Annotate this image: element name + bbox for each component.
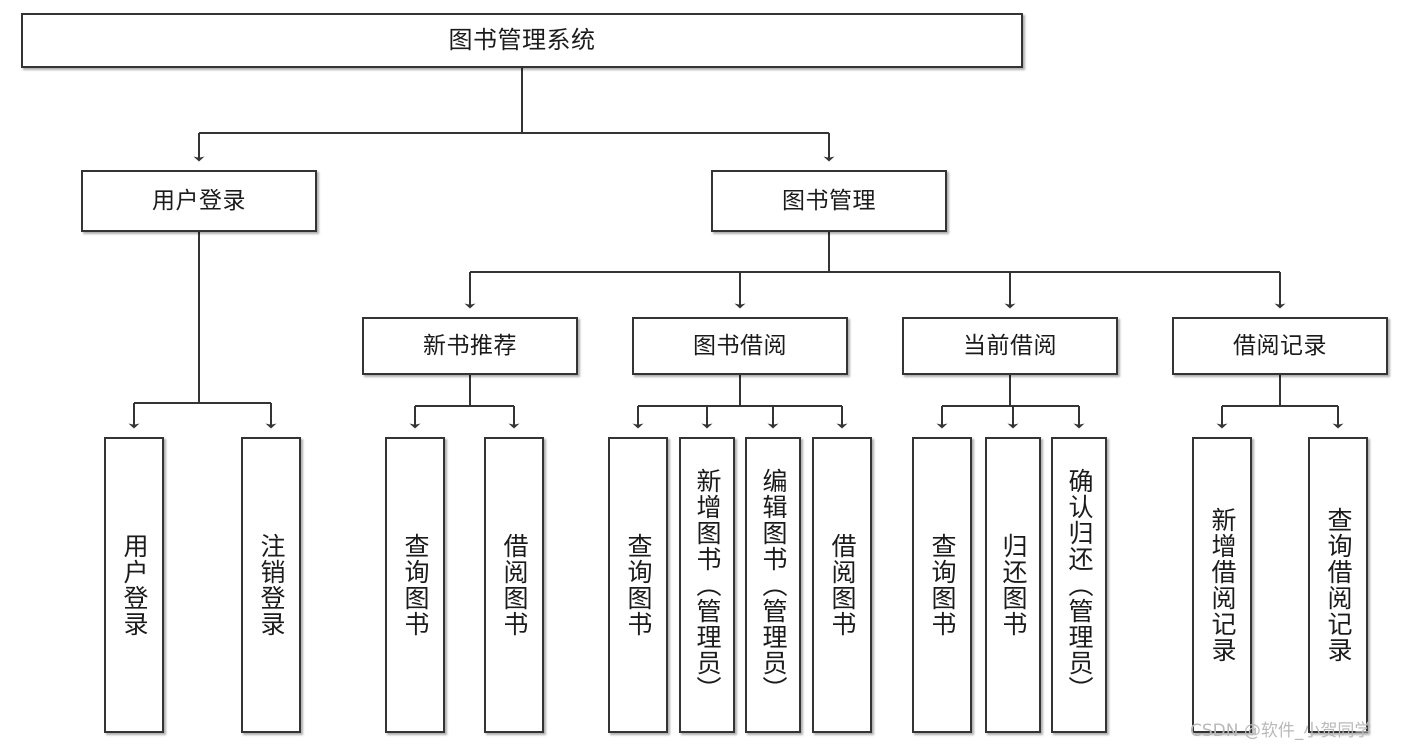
node-new-book-rec[interactable]: 新书推荐 [362,317,578,375]
node-label: 图书管理系统 [448,25,596,54]
node-label: 查询图书 [401,533,430,637]
node-label: 确认归还（管理员） [1065,468,1094,702]
node-label: 查询借阅记录 [1324,507,1353,663]
node-label: 图书借阅 [693,332,787,359]
node-label: 注销登录 [257,533,286,637]
node-leaf-cur-query[interactable]: 查询图书 [912,437,972,733]
node-label: 借阅记录 [1233,332,1327,359]
node-leaf-bor-add[interactable]: 新增图书（管理员） [679,437,735,733]
node-leaf-cur-return[interactable]: 归还图书 [985,437,1041,733]
node-leaf-rec-borrow[interactable]: 借阅图书 [484,437,544,733]
node-leaf-rec-add[interactable]: 新增借阅记录 [1192,437,1252,733]
node-label: 图书管理 [782,187,876,214]
node-label: 借阅图书 [828,533,857,637]
node-user-login[interactable]: 用户登录 [81,170,317,232]
node-leaf-bor-lend[interactable]: 借阅图书 [812,437,872,733]
node-leaf-rec-query2[interactable]: 查询借阅记录 [1308,437,1368,733]
node-label: 用户登录 [120,533,149,637]
node-book-borrow[interactable]: 图书借阅 [632,317,848,375]
node-label: 归还图书 [999,533,1028,637]
node-label: 查询图书 [928,533,957,637]
node-borrow-record[interactable]: 借阅记录 [1172,317,1388,375]
node-leaf-rec-query[interactable]: 查询图书 [385,437,445,733]
node-current-borrow[interactable]: 当前借阅 [902,317,1118,375]
node-root[interactable]: 图书管理系统 [21,13,1023,68]
node-label: 借阅图书 [500,533,529,637]
node-label: 编辑图书（管理员） [759,468,788,702]
node-leaf-user-login[interactable]: 用户登录 [104,437,164,733]
node-label: 查询图书 [624,533,653,637]
node-leaf-bor-edit[interactable]: 编辑图书（管理员） [745,437,801,733]
node-label: 当前借阅 [963,332,1057,359]
node-leaf-bor-query[interactable]: 查询图书 [608,437,668,733]
node-label: 新增借阅记录 [1208,507,1237,663]
node-label: 用户登录 [152,187,246,214]
node-label: 新增图书（管理员） [693,468,722,702]
node-leaf-cur-confirm[interactable]: 确认归还（管理员） [1051,437,1107,733]
node-book-manage[interactable]: 图书管理 [711,170,947,232]
node-leaf-user-logout[interactable]: 注销登录 [241,437,301,733]
watermark-text: CSDN @软件_小贺同学 [1190,721,1372,741]
node-label: 新书推荐 [423,332,517,359]
